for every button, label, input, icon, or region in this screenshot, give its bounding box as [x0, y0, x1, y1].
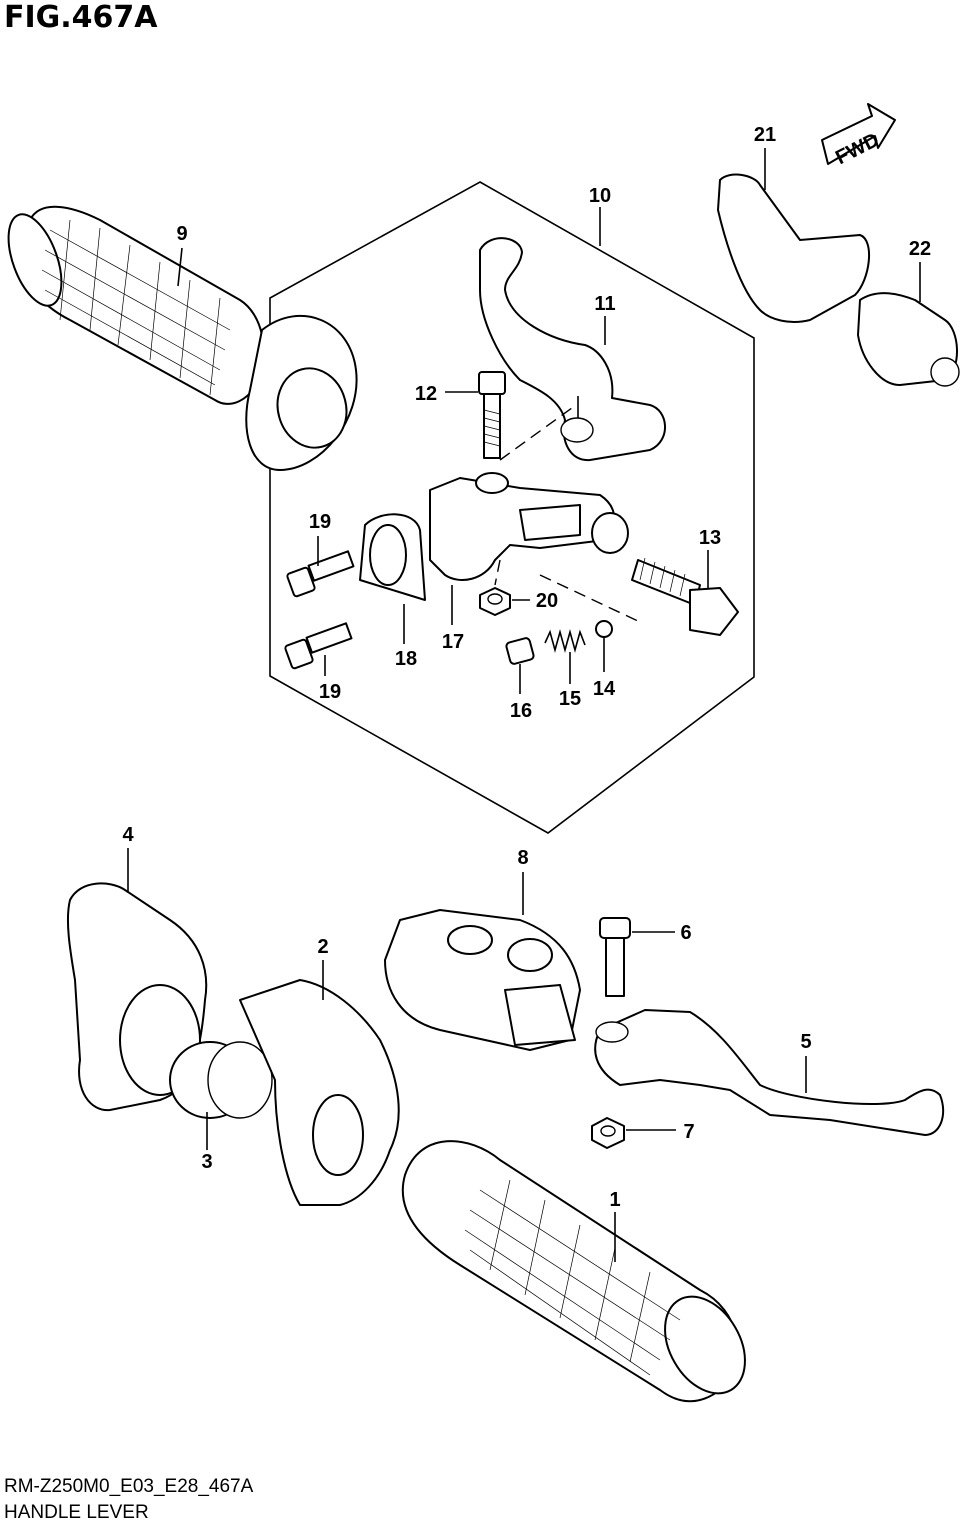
subassembly-frame	[269, 181, 755, 834]
callout-7: 7	[683, 1121, 694, 1143]
callout-12: 12	[415, 383, 437, 405]
part-14-ball	[595, 620, 613, 638]
part-13-cable-adjuster	[631, 557, 739, 636]
callout-15: 15	[559, 688, 581, 710]
part-2-holder	[239, 979, 400, 1206]
part-6-pivot-pin	[599, 917, 631, 997]
callout-9: 9	[176, 223, 187, 245]
part-5-hot-start-lever	[594, 1009, 945, 1136]
callout-6: 6	[680, 922, 691, 944]
figure-title: FIG.467A	[4, 0, 158, 35]
part-12-pivot-bolt	[478, 371, 506, 459]
callout-17: 17	[442, 631, 464, 653]
part-20-nut	[479, 587, 511, 616]
part-15-spring	[544, 629, 586, 653]
callout-19-upper: 19	[309, 511, 331, 533]
callout-19-lower: 19	[319, 681, 341, 703]
callout-11: 11	[594, 293, 615, 315]
part-21-lever-guard	[717, 173, 871, 323]
callout-18: 18	[395, 648, 417, 670]
callout-8: 8	[517, 847, 528, 869]
part-8-lever-cover	[384, 909, 581, 1051]
part-1-grip-right	[401, 1140, 746, 1403]
part-16-plunger	[505, 637, 535, 665]
callout-4: 4	[122, 824, 134, 846]
callout-20: 20	[536, 590, 558, 612]
callout-16: 16	[510, 700, 532, 722]
leader-lines	[127, 148, 921, 1262]
part-19-clamp-bolt-lower	[284, 622, 353, 670]
callout-1: 1	[609, 1189, 620, 1211]
callout-13: 13	[699, 527, 721, 549]
callout-labels: 9 10 11 12 13 19 19 18 17 20 16 15 14 21…	[122, 124, 931, 1211]
part-18-perch-clamp	[359, 513, 426, 601]
callout-5: 5	[800, 1031, 811, 1053]
callout-3: 3	[201, 1151, 212, 1173]
part-10-clutch-lever	[479, 237, 666, 462]
part-17-lever-perch	[429, 472, 629, 581]
callout-14: 14	[593, 678, 616, 700]
callout-10: 10	[589, 185, 611, 207]
part-3-collar	[169, 1041, 273, 1119]
section-name: HANDLE LEVER	[4, 1502, 149, 1523]
callout-22: 22	[909, 238, 931, 260]
callout-21: 21	[754, 124, 776, 146]
part-9-grip-left	[7, 205, 358, 471]
part-7-nut	[591, 1117, 625, 1149]
part-19-clamp-bolt-upper	[286, 550, 355, 598]
fwd-arrow-icon: FWD	[821, 103, 896, 169]
model-code: RM-Z250M0_E03_E28_467A	[4, 1476, 254, 1497]
callout-2: 2	[317, 936, 328, 958]
part-22-adjuster-knob	[857, 292, 960, 387]
